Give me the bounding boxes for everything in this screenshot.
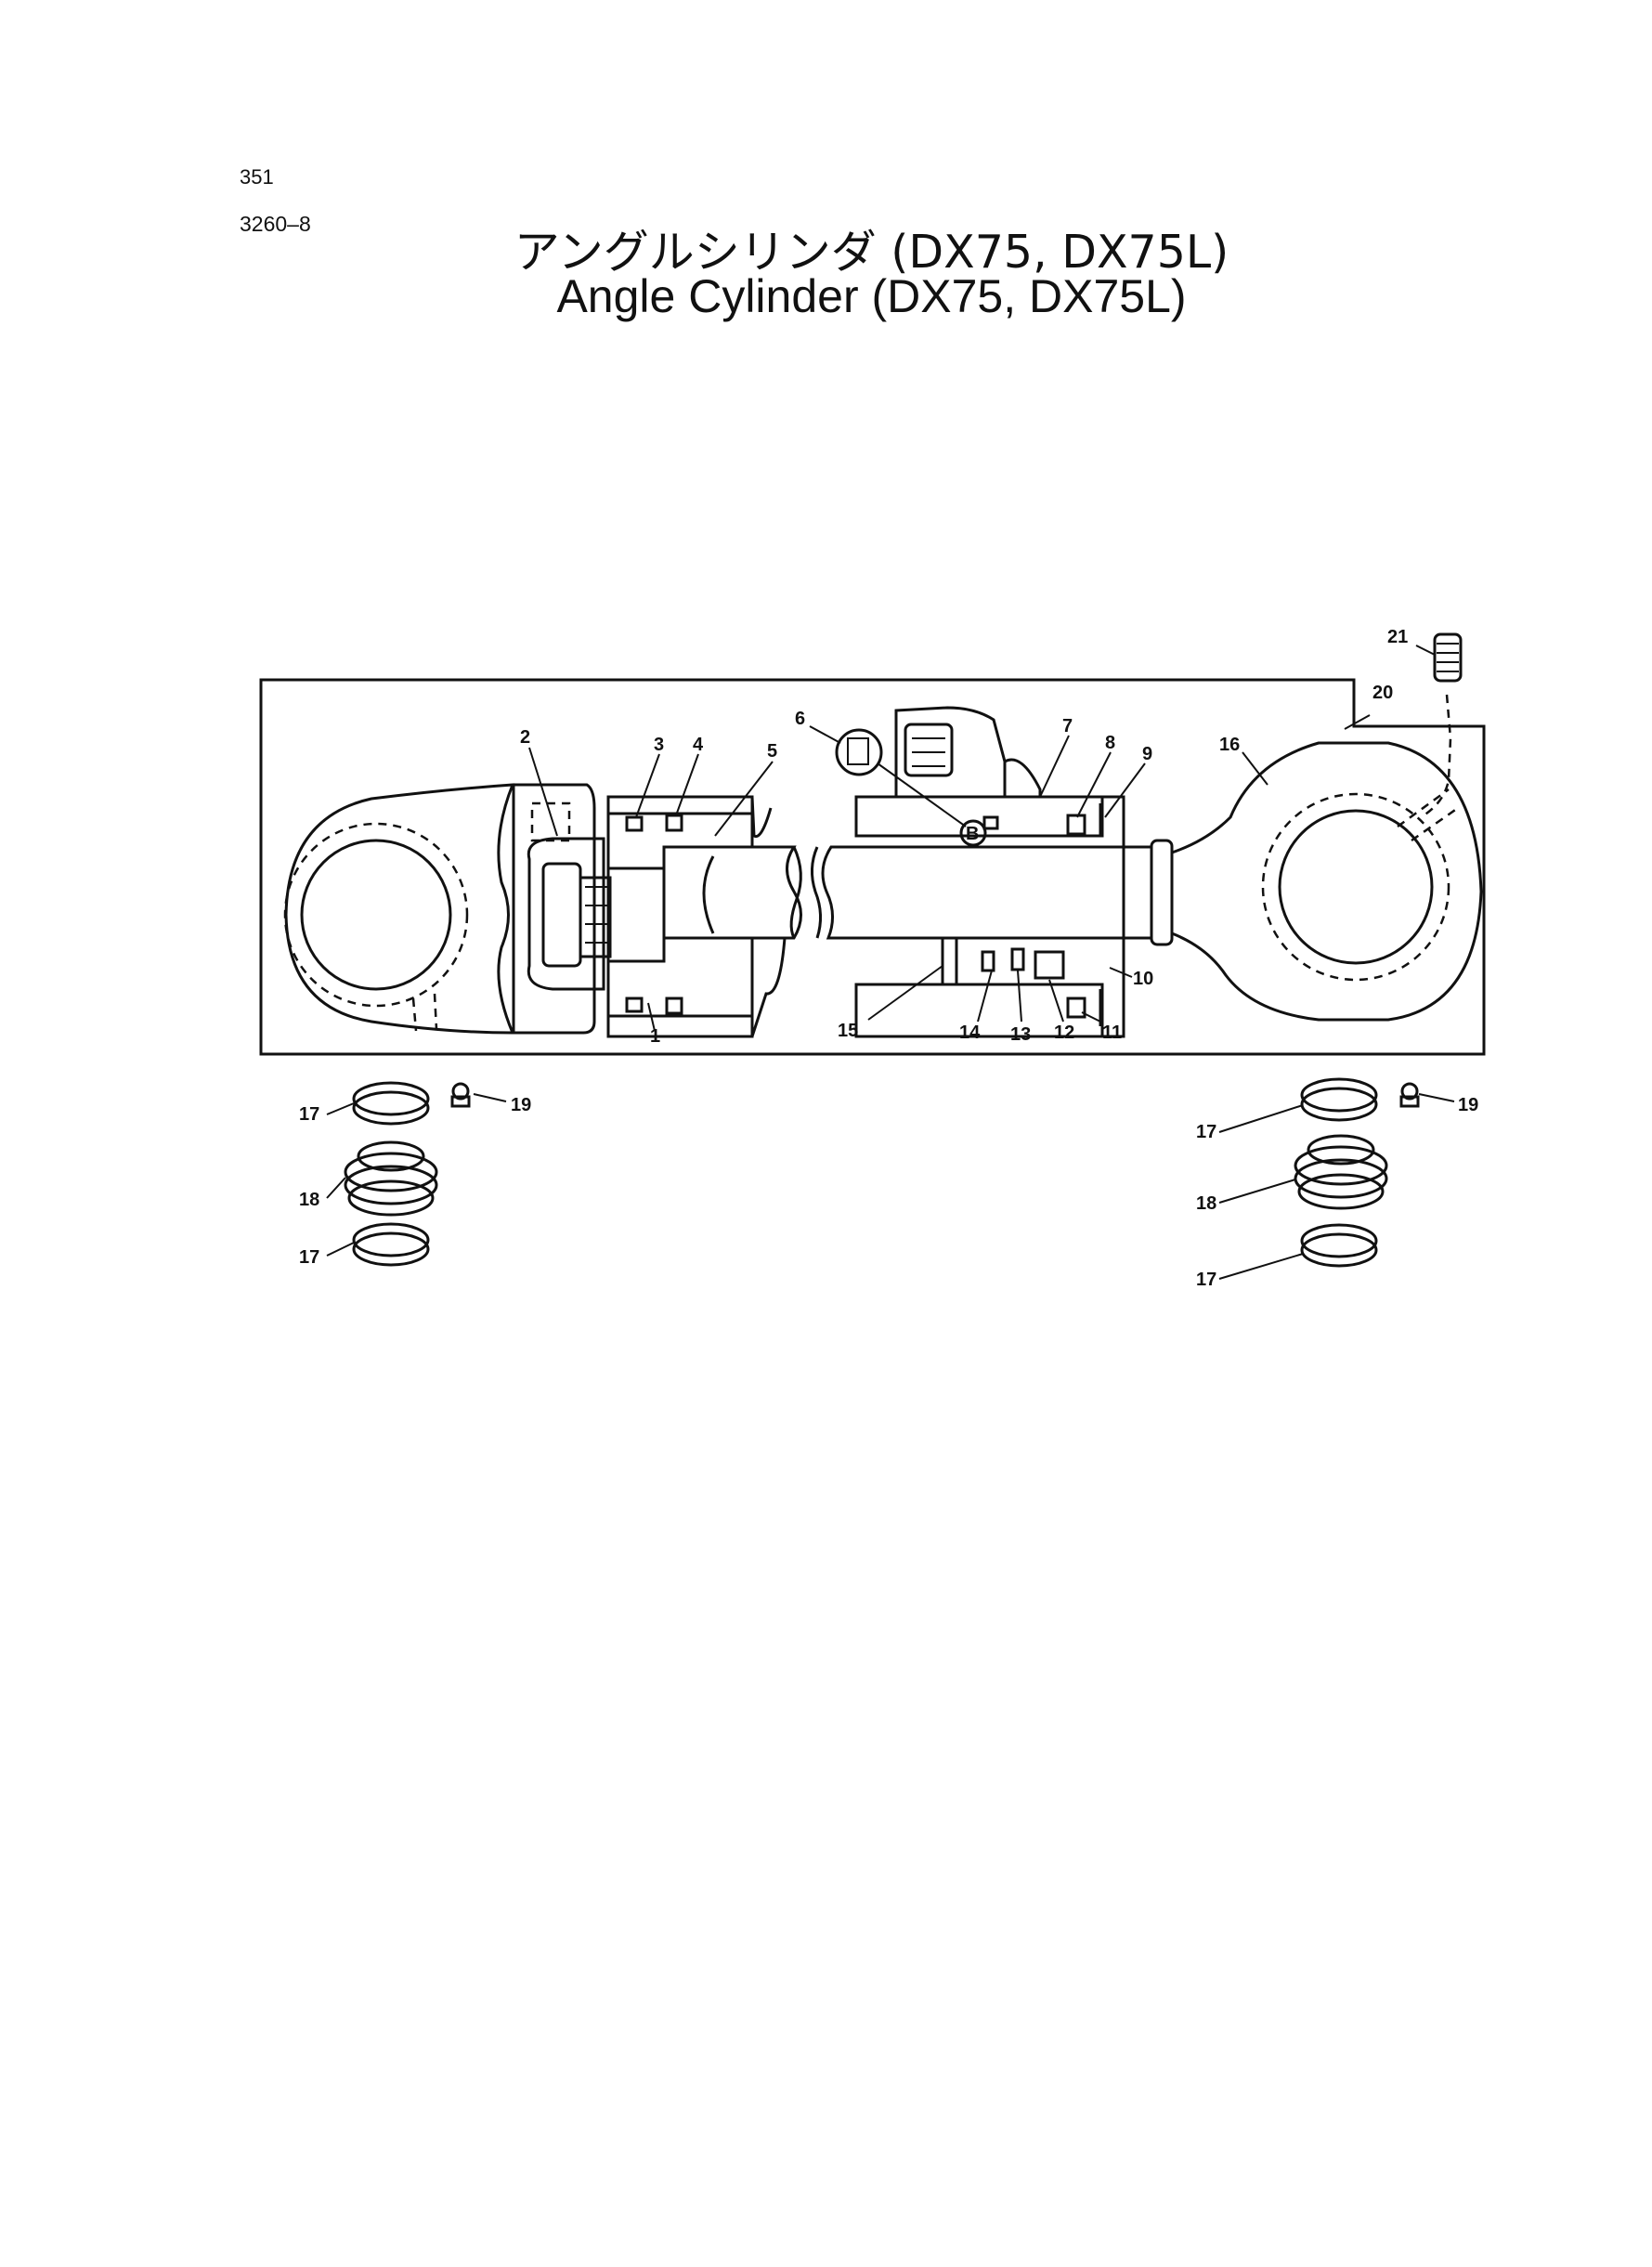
part-label-5: 5: [767, 741, 777, 762]
assembly-frame: [259, 678, 1486, 1056]
piston-rod: [662, 796, 802, 1037]
rod-eye-left: [283, 783, 515, 1035]
part-label-13: 13: [1010, 1024, 1031, 1045]
part-label-19a: 19: [511, 1095, 531, 1115]
part-label-7: 7: [1062, 716, 1073, 736]
detail-marker: B: [966, 824, 979, 844]
dust-seal-left: [344, 1140, 438, 1217]
snap-ring-right-bottom: [1300, 1223, 1378, 1268]
grease-fitting-left: [450, 1082, 471, 1108]
snap-ring-left-bottom: [352, 1222, 430, 1267]
part-label-6: 6: [795, 709, 805, 729]
grease-fitting-right: [1399, 1082, 1420, 1108]
part-label-18b: 18: [1196, 1193, 1216, 1214]
part-label-1: 1: [650, 1026, 660, 1047]
part-label-12: 12: [1054, 1023, 1074, 1043]
part-label-18a: 18: [299, 1190, 319, 1210]
part-label-14: 14: [959, 1023, 981, 1043]
part-label-17c: 17: [1196, 1122, 1216, 1142]
part-label-2: 2: [520, 727, 530, 748]
part-label-4: 4: [693, 735, 704, 755]
part-label-15: 15: [838, 1021, 858, 1041]
part-label-9: 9: [1142, 744, 1152, 764]
figure-code: 3260–8: [240, 212, 311, 236]
part-labels: 1 2 3 4 5 6 7 8 9 10 11 12 13 14 15 16 1…: [299, 627, 1478, 1290]
part-label-20: 20: [1372, 683, 1393, 703]
part-label-16: 16: [1219, 735, 1240, 755]
lube-line: [1420, 694, 1452, 819]
part-label-10: 10: [1133, 969, 1153, 989]
cylinder-tube: [811, 706, 1174, 1038]
detail-callout: B: [835, 728, 987, 847]
page-number: 351: [240, 165, 274, 189]
part-label-17d: 17: [1196, 1270, 1216, 1290]
part-label-3: 3: [654, 735, 664, 755]
rod-eye-right: [1171, 741, 1483, 1022]
grease-nipple: [1433, 632, 1463, 683]
part-label-19b: 19: [1458, 1095, 1478, 1115]
leader-lines: [326, 645, 1455, 1280]
part-label-21: 21: [1387, 627, 1408, 647]
part-label-17a: 17: [299, 1104, 319, 1125]
title-english: Angle Cylinder (DX75, DX75L): [556, 270, 1187, 322]
dust-seal-right: [1294, 1134, 1388, 1210]
title-japanese: アングルシリンダ (DX75, DX75L): [514, 226, 1229, 279]
part-label-11: 11: [1102, 1023, 1122, 1043]
part-label-8: 8: [1105, 733, 1115, 753]
snap-ring-left-top: [352, 1081, 430, 1126]
part-label-17b: 17: [299, 1247, 319, 1268]
snap-ring-right-top: [1300, 1077, 1378, 1122]
